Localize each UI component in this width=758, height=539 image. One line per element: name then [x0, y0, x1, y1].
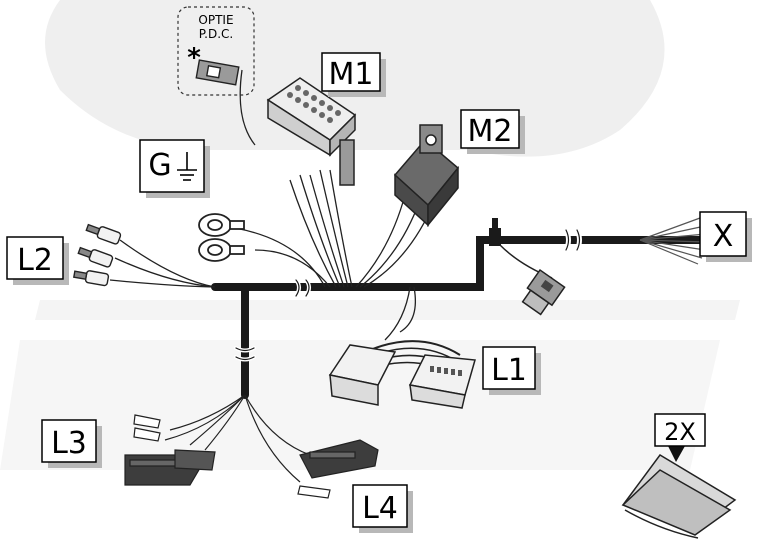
optie-pdc-box	[177, 6, 255, 96]
m2-label-box	[460, 109, 520, 149]
l1-label-box	[482, 346, 536, 390]
l3-label: L3	[51, 426, 87, 461]
x-wire-fan	[639, 217, 707, 265]
qty-label: 2X	[664, 418, 696, 446]
g-label: G	[148, 148, 171, 183]
l2-terminals	[73, 223, 122, 287]
l1-label: L1	[491, 353, 527, 388]
l2-label: L2	[17, 243, 53, 278]
g-label-box	[139, 139, 205, 193]
pdc-branch-connector	[489, 218, 566, 316]
ground-icon	[177, 152, 197, 181]
l1-connector	[328, 340, 476, 409]
m1-label: M1	[329, 57, 374, 92]
manual-booklet	[621, 446, 737, 539]
optie-label-line1: OPTIE	[198, 13, 233, 27]
qty-label-box	[654, 413, 706, 447]
l3-label-box	[41, 419, 97, 463]
m2-connector	[393, 124, 460, 228]
optie-asterisk: *	[187, 43, 201, 73]
l2-label-box	[6, 236, 64, 280]
l3-connector	[124, 414, 216, 486]
l4-connector	[297, 439, 379, 499]
branch-wires	[109, 69, 436, 341]
lower-branch-wires	[164, 394, 311, 483]
ground-ring-terminals	[198, 213, 245, 262]
m1-connector	[266, 77, 357, 186]
l4-label: L4	[362, 491, 398, 526]
l4-label-box	[352, 484, 408, 528]
m2-label: M2	[468, 114, 513, 149]
x-label: X	[713, 219, 734, 254]
optie-label-line2: P.D.C.	[199, 27, 233, 41]
m1-label-box	[321, 52, 381, 92]
x-label-box	[699, 211, 747, 257]
